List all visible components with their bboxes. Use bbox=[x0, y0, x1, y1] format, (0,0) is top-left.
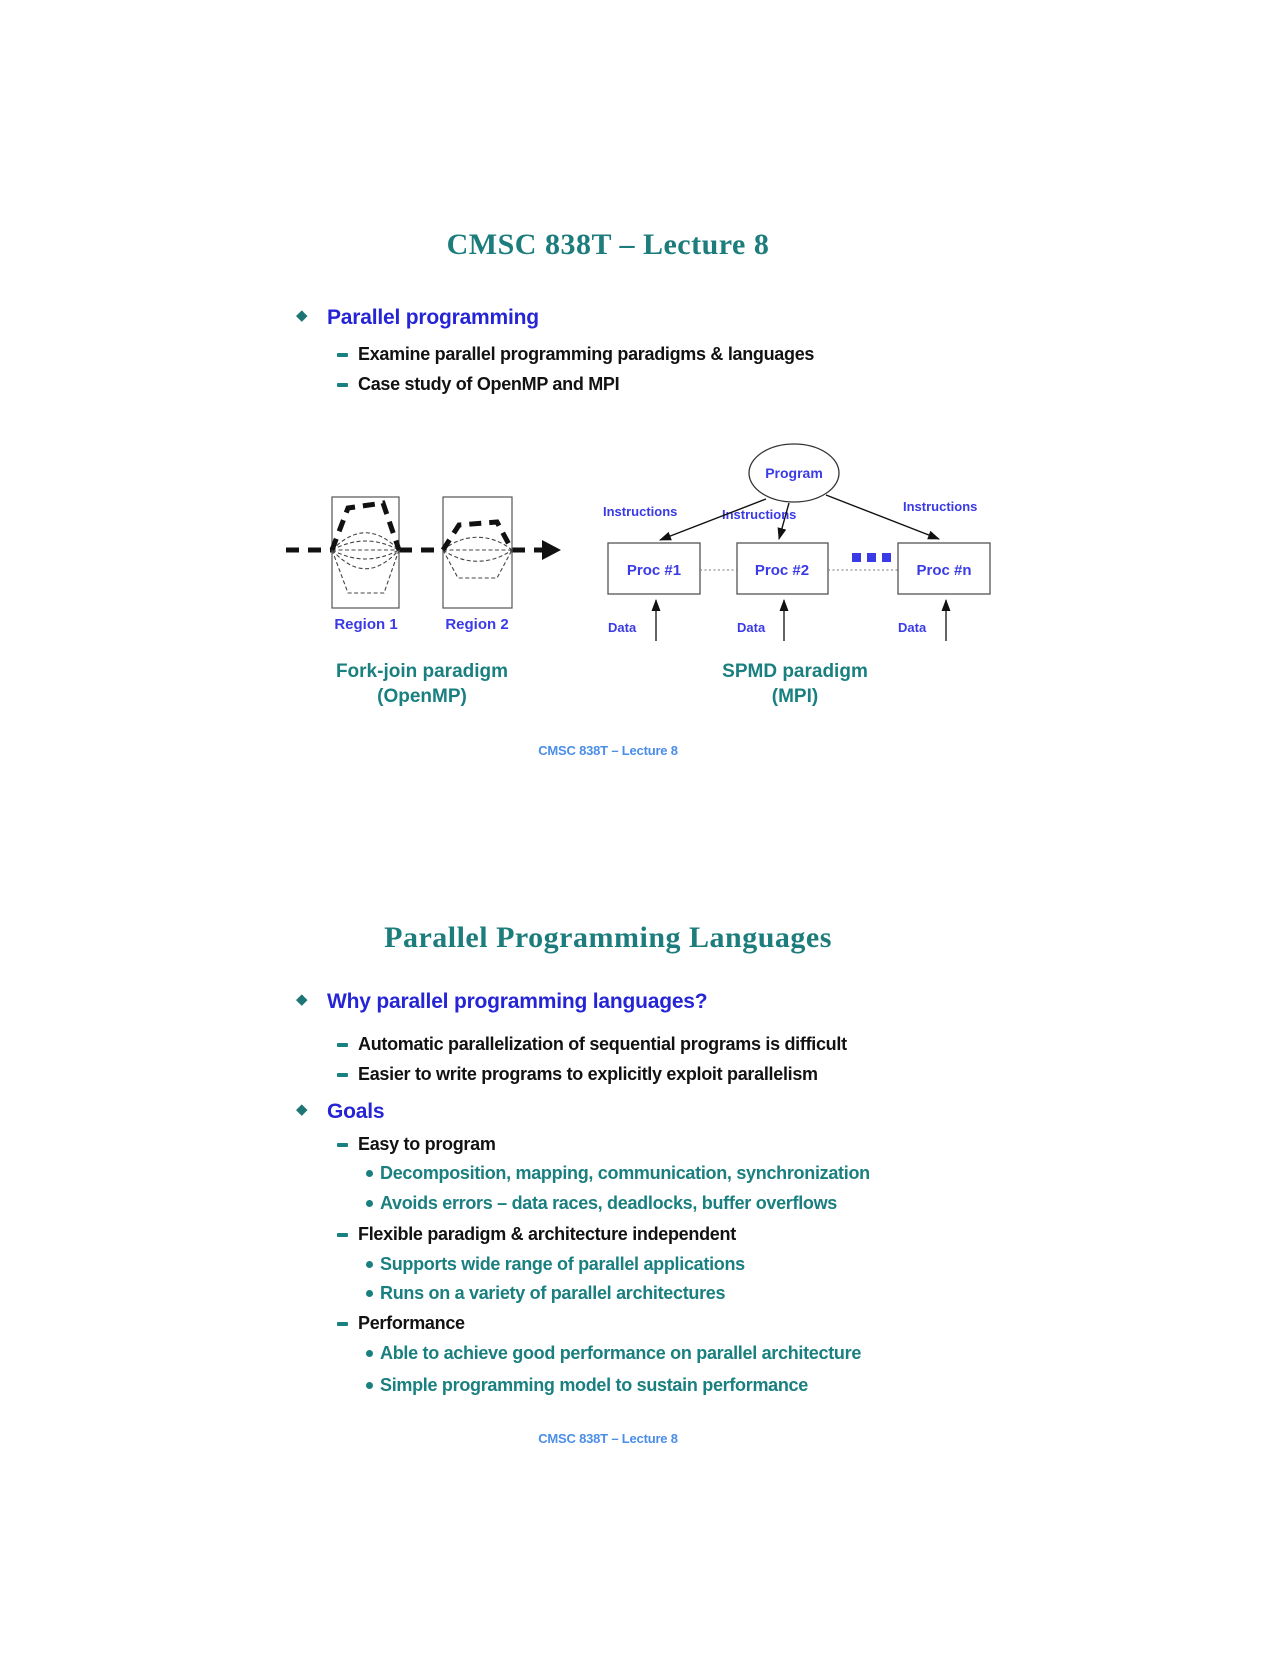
procn-box bbox=[897, 542, 991, 595]
region1-box bbox=[331, 496, 400, 609]
dot-bullet-icon bbox=[366, 1350, 373, 1357]
data-label-1: Data bbox=[608, 620, 637, 635]
data-label-2: Data bbox=[737, 620, 766, 635]
slide2-bullet-12: Able to achieve good performance on para… bbox=[0, 1343, 1280, 1369]
dash-bullet-icon bbox=[337, 1143, 348, 1147]
region1-threads bbox=[331, 532, 400, 594]
bullet-text: Avoids errors – data races, deadlocks, b… bbox=[380, 1193, 838, 1213]
slide2-title: Parallel Programming Languages bbox=[384, 921, 832, 954]
bullet-text: Easier to write programs to explicitly e… bbox=[358, 1064, 818, 1084]
proc1-label: Proc #1 bbox=[627, 562, 681, 579]
bullet-text: Able to achieve good performance on para… bbox=[380, 1343, 862, 1363]
dot-bullet-icon bbox=[366, 1382, 373, 1389]
slide2-bullet-3: Easier to write programs to explicitly e… bbox=[0, 1064, 1280, 1090]
slide2-bullet-5: Easy to program bbox=[0, 1134, 1280, 1160]
region1-fork-arc bbox=[329, 500, 402, 551]
instructions-label-3: Instructions bbox=[903, 499, 977, 514]
dot-bullet-icon bbox=[366, 1261, 373, 1268]
slide2-bullet-1: ◆ Why parallel programming languages? bbox=[0, 990, 1280, 1016]
program-ellipse bbox=[748, 443, 840, 503]
program-to-procn-arrow bbox=[825, 494, 940, 540]
procn-label: Proc #n bbox=[916, 562, 971, 579]
bullet-text: Supports wide range of parallel applicat… bbox=[380, 1254, 745, 1274]
region2-threads bbox=[442, 536, 513, 579]
parallel-paradigms-diagram: Region 1 Region 2 Fork-join paradigm (Op… bbox=[286, 443, 991, 707]
data-label-3: Data bbox=[898, 620, 927, 635]
instructions-label-2: Instructions bbox=[722, 507, 796, 522]
slide1-bullet-3: Case study of OpenMP and MPI bbox=[0, 374, 1280, 400]
bullet-text: Why parallel programming languages? bbox=[327, 990, 708, 1013]
slide1-footer: CMSC 838T – Lecture 8 bbox=[538, 743, 678, 758]
dash-bullet-icon bbox=[337, 1233, 348, 1237]
slide2-bullet-11: Performance bbox=[0, 1313, 1280, 1339]
bullet-text: Case study of OpenMP and MPI bbox=[358, 374, 620, 394]
dash-bullet-icon bbox=[337, 383, 348, 387]
region2-label: Region 2 bbox=[445, 616, 508, 633]
diamond-bullet-icon: ◆ bbox=[296, 307, 308, 324]
bullet-text: Automatic parallelization of sequential … bbox=[358, 1034, 847, 1054]
dot-bullet-icon bbox=[366, 1290, 373, 1297]
slide2-bullet-6: Decomposition, mapping, communication, s… bbox=[0, 1163, 1280, 1189]
dot-bullet-icon bbox=[366, 1200, 373, 1207]
bullet-text: Performance bbox=[358, 1313, 465, 1333]
slide1-bullet-1: ◆ Parallel programming bbox=[0, 306, 1280, 332]
slide2-bullet-9: Supports wide range of parallel applicat… bbox=[0, 1254, 1280, 1280]
proc2-box bbox=[736, 542, 829, 595]
slide2-bullet-4: ◆ Goals bbox=[0, 1100, 1280, 1126]
forkjoin-caption: Fork-join paradigm bbox=[336, 661, 508, 682]
bullet-text: Examine parallel programming paradigms &… bbox=[358, 344, 815, 364]
ellipsis-squares-icon bbox=[852, 553, 891, 562]
dash-bullet-icon bbox=[337, 1073, 348, 1077]
slide1-bullet-2: Examine parallel programming paradigms &… bbox=[0, 344, 1280, 370]
slide1-title: CMSC 838T – Lecture 8 bbox=[446, 228, 770, 261]
bullet-text: Flexible paradigm & architecture indepen… bbox=[358, 1224, 736, 1244]
instructions-label-1: Instructions bbox=[603, 504, 677, 519]
arrowhead-icon bbox=[542, 540, 561, 560]
program-to-proc1-arrow bbox=[659, 498, 767, 541]
bullet-text: Simple programming model to sustain perf… bbox=[380, 1375, 808, 1395]
slide2-bullet-13: Simple programming model to sustain perf… bbox=[0, 1375, 1280, 1401]
program-to-proc2-arrow bbox=[777, 502, 790, 540]
slide2-bullet-7: Avoids errors – data races, deadlocks, b… bbox=[0, 1193, 1280, 1219]
program-label: Program bbox=[765, 465, 823, 481]
slide2-bullet-10: Runs on a variety of parallel architectu… bbox=[0, 1283, 1280, 1309]
region2-box bbox=[442, 496, 513, 609]
forkjoin-caption2: (OpenMP) bbox=[377, 686, 467, 707]
diamond-bullet-icon: ◆ bbox=[296, 991, 308, 1008]
bullet-text: Easy to program bbox=[358, 1134, 496, 1154]
spmd-caption: SPMD paradigm bbox=[722, 661, 868, 682]
spmd-caption2: (MPI) bbox=[772, 686, 818, 707]
slide2-bullet-8: Flexible paradigm & architecture indepen… bbox=[0, 1224, 1280, 1250]
bullet-text: Decomposition, mapping, communication, s… bbox=[380, 1163, 870, 1183]
fork-join-diagram: Region 1 Region 2 Fork-join paradigm (Op… bbox=[286, 496, 561, 707]
bullet-text: Parallel programming bbox=[327, 306, 539, 329]
spmd-diagram: Program Instructions Instructions Instru… bbox=[603, 443, 991, 707]
slide2-bullet-2: Automatic parallelization of sequential … bbox=[0, 1034, 1280, 1060]
bullet-text: Goals bbox=[327, 1100, 385, 1123]
dash-bullet-icon bbox=[337, 1322, 348, 1326]
region1-label: Region 1 bbox=[334, 616, 397, 633]
slide2-footer: CMSC 838T – Lecture 8 bbox=[538, 1431, 678, 1446]
dash-bullet-icon bbox=[337, 1043, 348, 1047]
dash-bullet-icon bbox=[337, 353, 348, 357]
region2-fork-arc bbox=[440, 519, 515, 552]
diamond-bullet-icon: ◆ bbox=[296, 1101, 308, 1118]
proc1-box bbox=[607, 542, 701, 595]
bullet-text: Runs on a variety of parallel architectu… bbox=[380, 1283, 726, 1303]
proc2-label: Proc #2 bbox=[755, 562, 809, 579]
dot-bullet-icon bbox=[366, 1170, 373, 1177]
